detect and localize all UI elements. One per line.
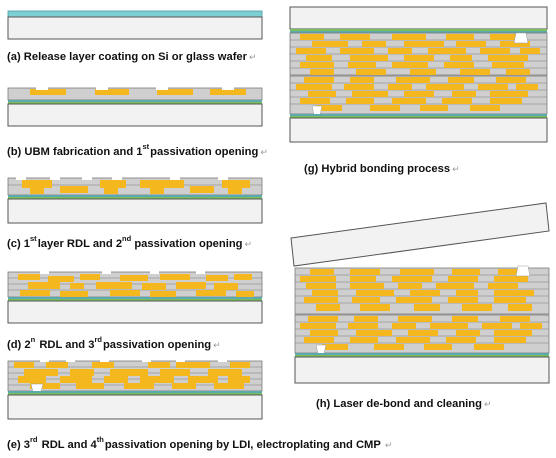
- rdl-trace: [60, 291, 88, 297]
- ubm-pad: [210, 89, 246, 95]
- carrier-wafer: [7, 300, 263, 324]
- carrier-wafer: [7, 103, 263, 127]
- ubm-pad: [95, 89, 129, 95]
- rdl-trace: [222, 180, 250, 188]
- passivation-opening: [150, 269, 159, 274]
- caption-a: (a) Release layer coating on Si or glass…: [7, 51, 257, 63]
- rdl-via: [70, 283, 84, 289]
- caption-c: (c) 1stlayer RDL and 2nd passivation ope…: [7, 234, 252, 250]
- caption-b: (b) UBM fabrication and 1stpassivation o…: [7, 142, 268, 158]
- step-g-illustration: [289, 6, 548, 143]
- step-a-illustration: [7, 10, 263, 40]
- rdl-trace: [140, 180, 184, 188]
- rdl-trace: [28, 282, 60, 289]
- caption-e: (e) 3rd RDL and 4thpassivation opening b…: [7, 435, 392, 451]
- carrier-wafer: [7, 394, 263, 420]
- passivation-opening: [176, 358, 185, 362]
- rdl-trace: [96, 282, 132, 289]
- rdl-trace: [120, 275, 148, 281]
- rdl-trace: [20, 290, 50, 296]
- rdl-via: [150, 188, 164, 194]
- void-defect: [311, 105, 323, 116]
- ubm-pad: [30, 89, 66, 95]
- rdl-trace: [18, 274, 40, 280]
- rdl-trace: [80, 274, 100, 280]
- carrier-wafer: [7, 198, 263, 224]
- rdl-via: [30, 188, 44, 194]
- top-carrier-wafer: [289, 6, 548, 30]
- passivation-opening: [16, 175, 26, 180]
- rdl-trace: [60, 186, 88, 193]
- caption-d: (d) 2n RDL and 3rdpassivation opening↵: [7, 335, 221, 351]
- step-d-illustration: [7, 269, 263, 324]
- rdl-via: [104, 188, 118, 194]
- rdl-trace: [150, 291, 176, 297]
- passivation-opening: [170, 175, 180, 180]
- passivation-opening: [156, 85, 168, 90]
- passivation-opening: [102, 269, 111, 274]
- step-e-illustration: [7, 358, 263, 420]
- rdl-trace: [48, 276, 74, 282]
- rdl-trace: [236, 291, 254, 297]
- rdl-trace: [214, 283, 238, 290]
- passivation-opening: [50, 175, 60, 180]
- passivation-opening: [218, 358, 227, 362]
- rdl-trace: [160, 274, 190, 280]
- void-defect: [315, 344, 327, 355]
- carrier-wafer: [7, 16, 263, 40]
- void-defect: [30, 383, 44, 393]
- release-layer: [7, 10, 263, 18]
- bottom-carrier-wafer: [294, 356, 550, 384]
- rdl-trace: [142, 283, 166, 290]
- passivation-opening: [222, 85, 234, 90]
- step-b-illustration: [7, 85, 263, 127]
- rdl-trace: [190, 186, 214, 193]
- passivation-opening: [40, 358, 49, 362]
- passivation-opening: [96, 85, 108, 90]
- passivation-opening: [218, 175, 228, 180]
- rdl-trace: [100, 180, 126, 188]
- passivation-opening: [100, 358, 109, 362]
- void-defect: [513, 32, 529, 44]
- bottom-carrier-wafer: [289, 117, 548, 143]
- passivation-opening: [142, 358, 151, 362]
- step-h-illustration: [290, 202, 550, 384]
- passivation-opening: [196, 269, 205, 274]
- rdl-via: [228, 188, 242, 194]
- passivation-opening: [36, 85, 48, 90]
- rdl-trace: [196, 290, 226, 296]
- rdl-trace: [234, 274, 252, 280]
- passivation-opening: [112, 175, 122, 180]
- step-c-illustration: [7, 175, 263, 224]
- rdl-trace: [110, 290, 140, 296]
- debonded-carrier-wafer: [290, 202, 550, 267]
- caption-g: (g) Hybrid bonding process↵: [304, 163, 460, 175]
- passivation-opening: [40, 269, 49, 274]
- ubm-pad: [157, 89, 193, 95]
- passivation-opening: [82, 175, 92, 180]
- rdl-trace: [22, 180, 52, 188]
- void-defect: [515, 265, 531, 277]
- rdl-trace: [206, 275, 228, 281]
- release-layer: [8, 100, 262, 102]
- rdl-trace: [176, 282, 206, 289]
- passivation-opening: [66, 358, 75, 362]
- release-layer-stripe: [8, 102, 262, 104]
- caption-h: (h) Laser de-bond and cleaning↵: [316, 398, 492, 410]
